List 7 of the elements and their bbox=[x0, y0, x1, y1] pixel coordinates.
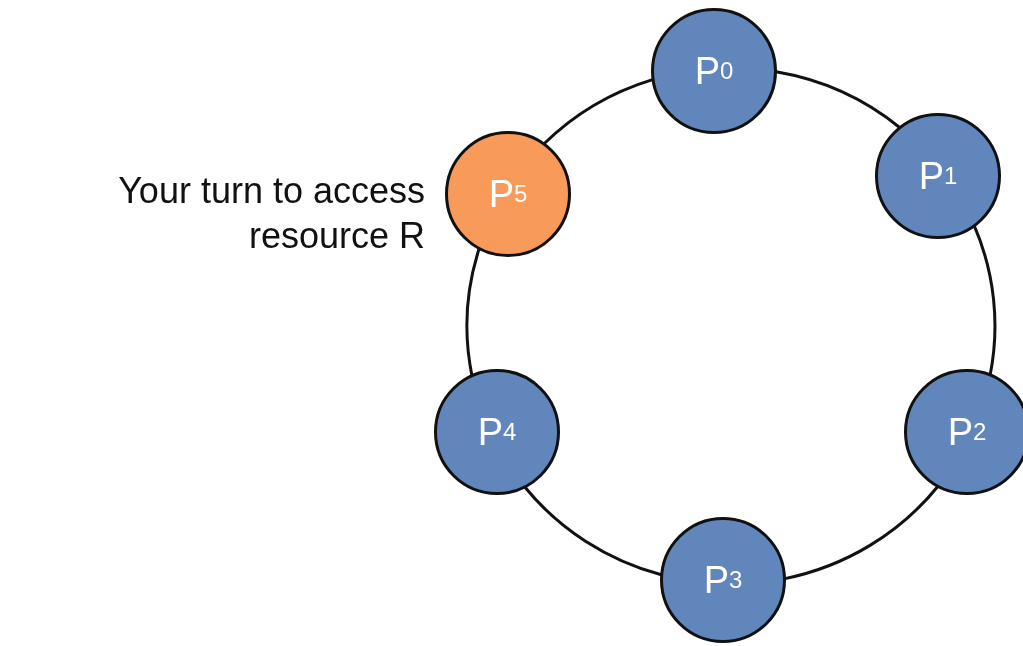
connector-line bbox=[523, 485, 662, 577]
connector-line bbox=[775, 70, 902, 130]
connector-line bbox=[542, 78, 654, 146]
connector-line bbox=[465, 247, 481, 377]
node-caption: Your turn to access resource R bbox=[117, 169, 425, 258]
connector-line bbox=[972, 224, 997, 376]
connector-line bbox=[784, 484, 940, 581]
